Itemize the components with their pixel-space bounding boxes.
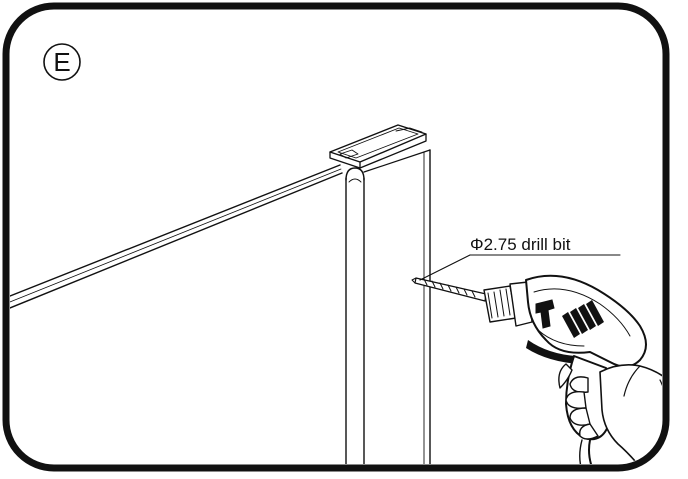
drill-bit: [411, 277, 487, 302]
drill-bit-label: Φ2.75 drill bit: [470, 235, 571, 254]
vent-slots: [562, 300, 604, 338]
diagram-frame: [2, 2, 670, 472]
vertical-profile: [345, 149, 431, 464]
step-marker-circle: [43, 43, 81, 81]
hand: [565, 364, 662, 464]
drill-chuck: [483, 281, 533, 327]
top-cap: [329, 124, 427, 169]
callout-leader: [419, 254, 621, 281]
glass-panel-edge: [10, 164, 343, 313]
step-letter: E: [53, 47, 70, 77]
step-marker: E: [43, 43, 81, 81]
brand-logo: [535, 299, 555, 329]
